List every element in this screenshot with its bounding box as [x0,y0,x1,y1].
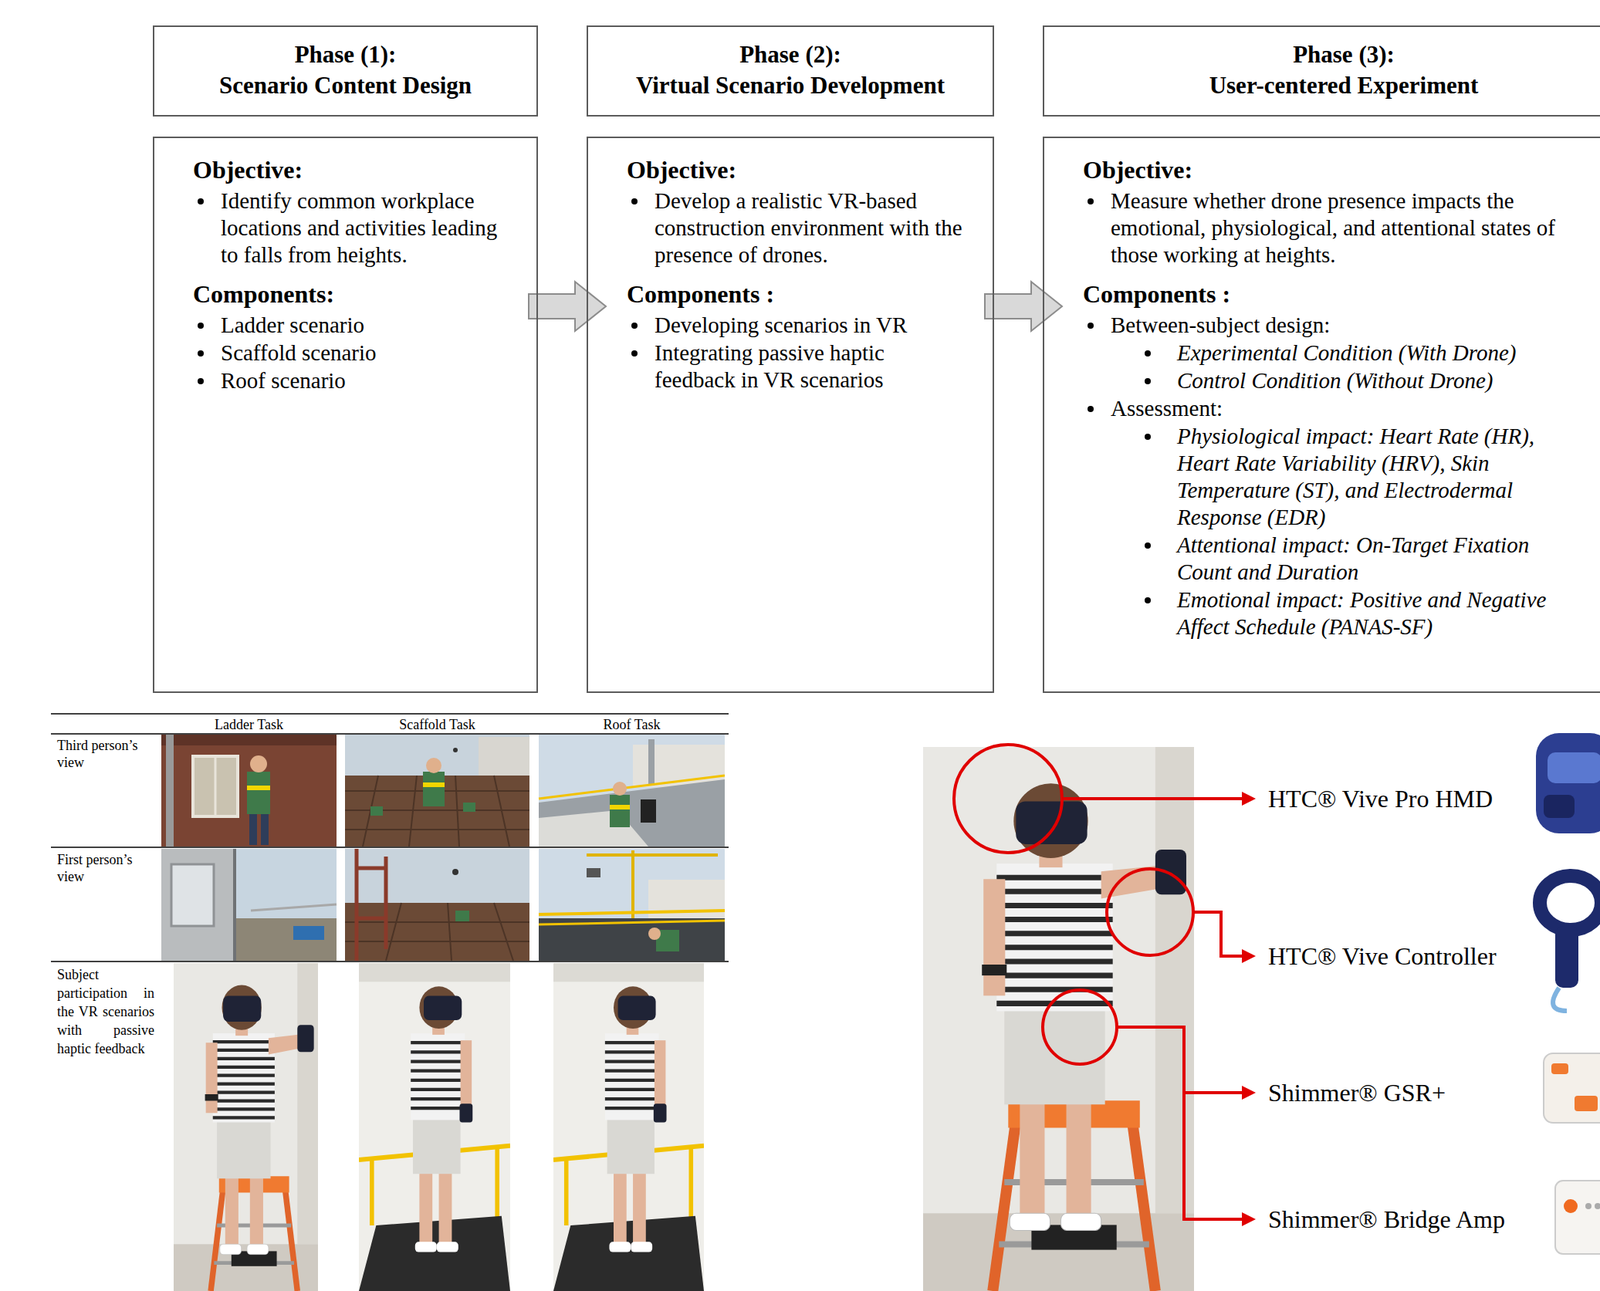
table-header: Roof Task [538,716,725,734]
section-heading: Objective: [626,153,970,187]
table-lines [50,713,729,962]
bullet-dot [1087,322,1094,329]
bullet-dot [1144,597,1151,604]
bullet-dot [197,322,204,329]
phase-title: Scenario Content Design [154,70,537,102]
flow-arrow [528,281,606,332]
phase-title: Phase (3): [1044,39,1600,71]
bullet-text: Developing scenarios in VR [654,311,970,339]
bullet-text: Scaffold scenario [220,339,506,367]
table-header: Scaffold Task [345,716,530,734]
sub-bullet-item: Experimental Condition (With Drone) [1082,339,1587,367]
callout-leader [953,744,1245,1220]
bullet-dot [1144,378,1151,385]
phase-title: User-centered Experiment [1044,70,1600,102]
bullet-dot [1144,350,1151,357]
bullet-text: Emotional impact: Positive and Negative … [1177,586,1587,641]
table-header: Ladder Task [161,716,337,734]
section-heading: Components : [626,277,970,311]
bullet-text: Integrating passive haptic feedback in V… [654,339,970,394]
device-photo [1535,733,1600,1255]
bullet-text: Assessment: [1110,395,1587,423]
phase-content-box: Objective:Measure whether drone presence… [1042,136,1600,694]
bullet-dot [197,350,204,357]
bullet-text: Attentional impact: On-Target Fixation C… [1177,531,1587,586]
phase-content-box: Objective:Identify common workplace loca… [152,136,538,694]
bullet-dot [631,322,638,329]
table-row-label: Subject participation in the VR scenario… [57,965,155,1059]
bullet-text: Physiological impact: Heart Rate (HR), H… [1177,422,1587,532]
callout-label: Shimmer® Bridge Amp [1268,1204,1523,1235]
bullet-dot [1087,405,1094,413]
callout-label: HTC® Vive Pro HMD [1268,783,1523,815]
bullet-item: Identify common workplace locations and … [192,187,506,269]
bullet-dot [197,198,204,205]
section-heading: Objective: [192,153,506,187]
bullet-text: Roof scenario [220,367,506,395]
subject-photo [173,747,1195,1291]
bullet-item: Roof scenario [192,367,506,395]
bullet-item: Measure whether drone presence impacts t… [1082,187,1587,269]
table-row-label: First person’s view [57,851,156,886]
bullet-text: Between-subject design: [1110,311,1587,339]
bullet-item: Ladder scenario [192,311,506,339]
bullet-text: Experimental Condition (With Drone) [1177,339,1587,367]
bullet-dot [197,378,204,385]
bullet-text: Develop a realistic VR-based constructio… [654,187,970,269]
section-heading: Components : [1082,277,1587,311]
sub-bullet-item: Emotional impact: Positive and Negative … [1082,586,1587,641]
callout-label: Shimmer® GSR+ [1268,1077,1523,1109]
bullet-item: Scaffold scenario [192,339,506,367]
phase-header-box: Phase (3):User-centered Experiment [1042,25,1600,117]
sub-bullet-item: Physiological impact: Heart Rate (HR), H… [1082,422,1587,532]
table-row-label: Third person’s view [57,737,156,772]
flow-arrow [984,281,1063,332]
bullet-dot [631,350,638,357]
bullet-item: Developing scenarios in VR [626,311,970,339]
phase-header-box: Phase (2):Virtual Scenario Development [586,25,995,117]
bullet-dot [1144,542,1151,549]
callout-arrowhead [1241,791,1256,1227]
bullet-dot [631,198,638,205]
bullet-item: Integrating passive haptic feedback in V… [626,339,970,394]
phase-title: Virtual Scenario Development [588,70,993,102]
bullet-dot [1087,198,1094,205]
bullet-item: Develop a realistic VR-based constructio… [626,187,970,269]
bullet-dot [1144,433,1151,440]
sub-bullet-item: Attentional impact: On-Target Fixation C… [1082,531,1587,586]
phase-content-box: Objective:Develop a realistic VR-based c… [586,136,995,694]
bullet-text: Measure whether drone presence impacts t… [1110,187,1587,269]
phase-title: Phase (1): [154,39,537,71]
vr-screenshot [161,734,725,961]
callout-label: HTC® Vive Controller [1268,940,1523,972]
bullet-text: Identify common workplace locations and … [220,187,506,269]
section-heading: Components: [192,277,506,311]
bullet-text: Control Condition (Without Drone) [1177,367,1587,395]
bullet-item: Between-subject design: [1082,311,1587,339]
bullet-text: Ladder scenario [220,311,506,339]
bullet-item: Assessment: [1082,395,1587,423]
sub-bullet-item: Control Condition (Without Drone) [1082,367,1587,395]
phase-title: Phase (2): [588,39,993,71]
section-heading: Objective: [1082,153,1587,187]
phase-header-box: Phase (1):Scenario Content Design [152,25,538,117]
